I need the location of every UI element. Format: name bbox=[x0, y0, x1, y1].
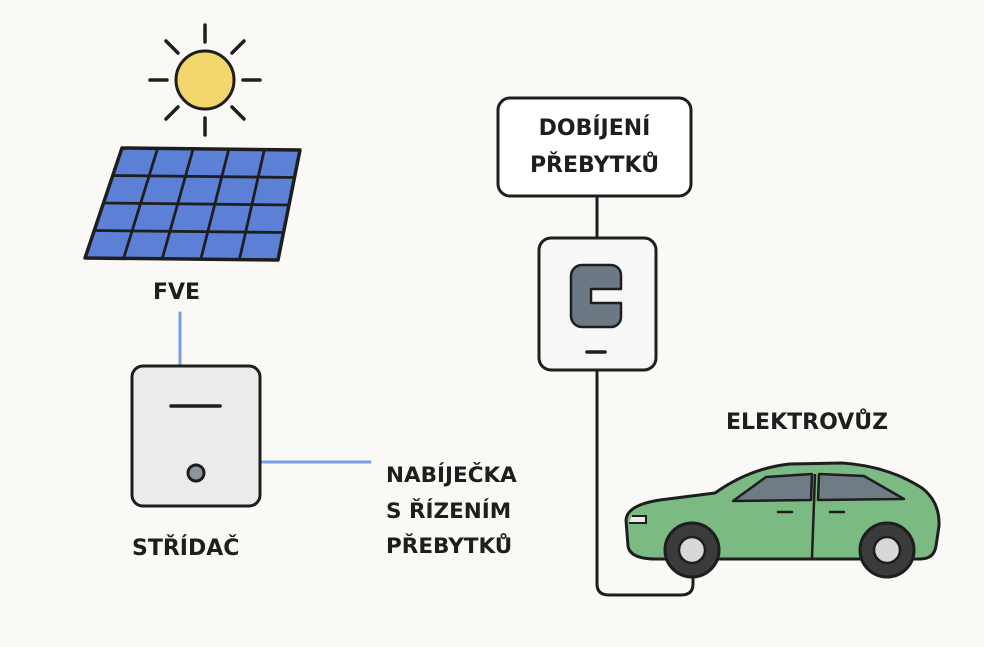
sun-icon bbox=[148, 23, 262, 137]
front-wheel bbox=[663, 521, 721, 579]
inverter-label: STŘÍDAČ bbox=[132, 536, 240, 561]
rear-wheel bbox=[858, 521, 916, 579]
solar-panel-icon bbox=[83, 146, 302, 262]
inverter-icon bbox=[130, 364, 262, 508]
car-icon bbox=[624, 461, 941, 579]
surplus-charging-box bbox=[496, 96, 693, 198]
power-lines bbox=[178, 195, 695, 597]
ev-label: ELEKTROVŮZ bbox=[726, 410, 889, 435]
surplus-charging-label: DOBÍJENÍ PŘEBYTKŮ bbox=[529, 116, 660, 178]
fve-label: FVE bbox=[153, 280, 201, 305]
ev-charger-icon bbox=[537, 236, 658, 372]
charger-label: NABÍJEČKA S ŘÍZENÍM PŘEBYTKŮ bbox=[386, 463, 517, 559]
charging-cable bbox=[595, 368, 695, 597]
